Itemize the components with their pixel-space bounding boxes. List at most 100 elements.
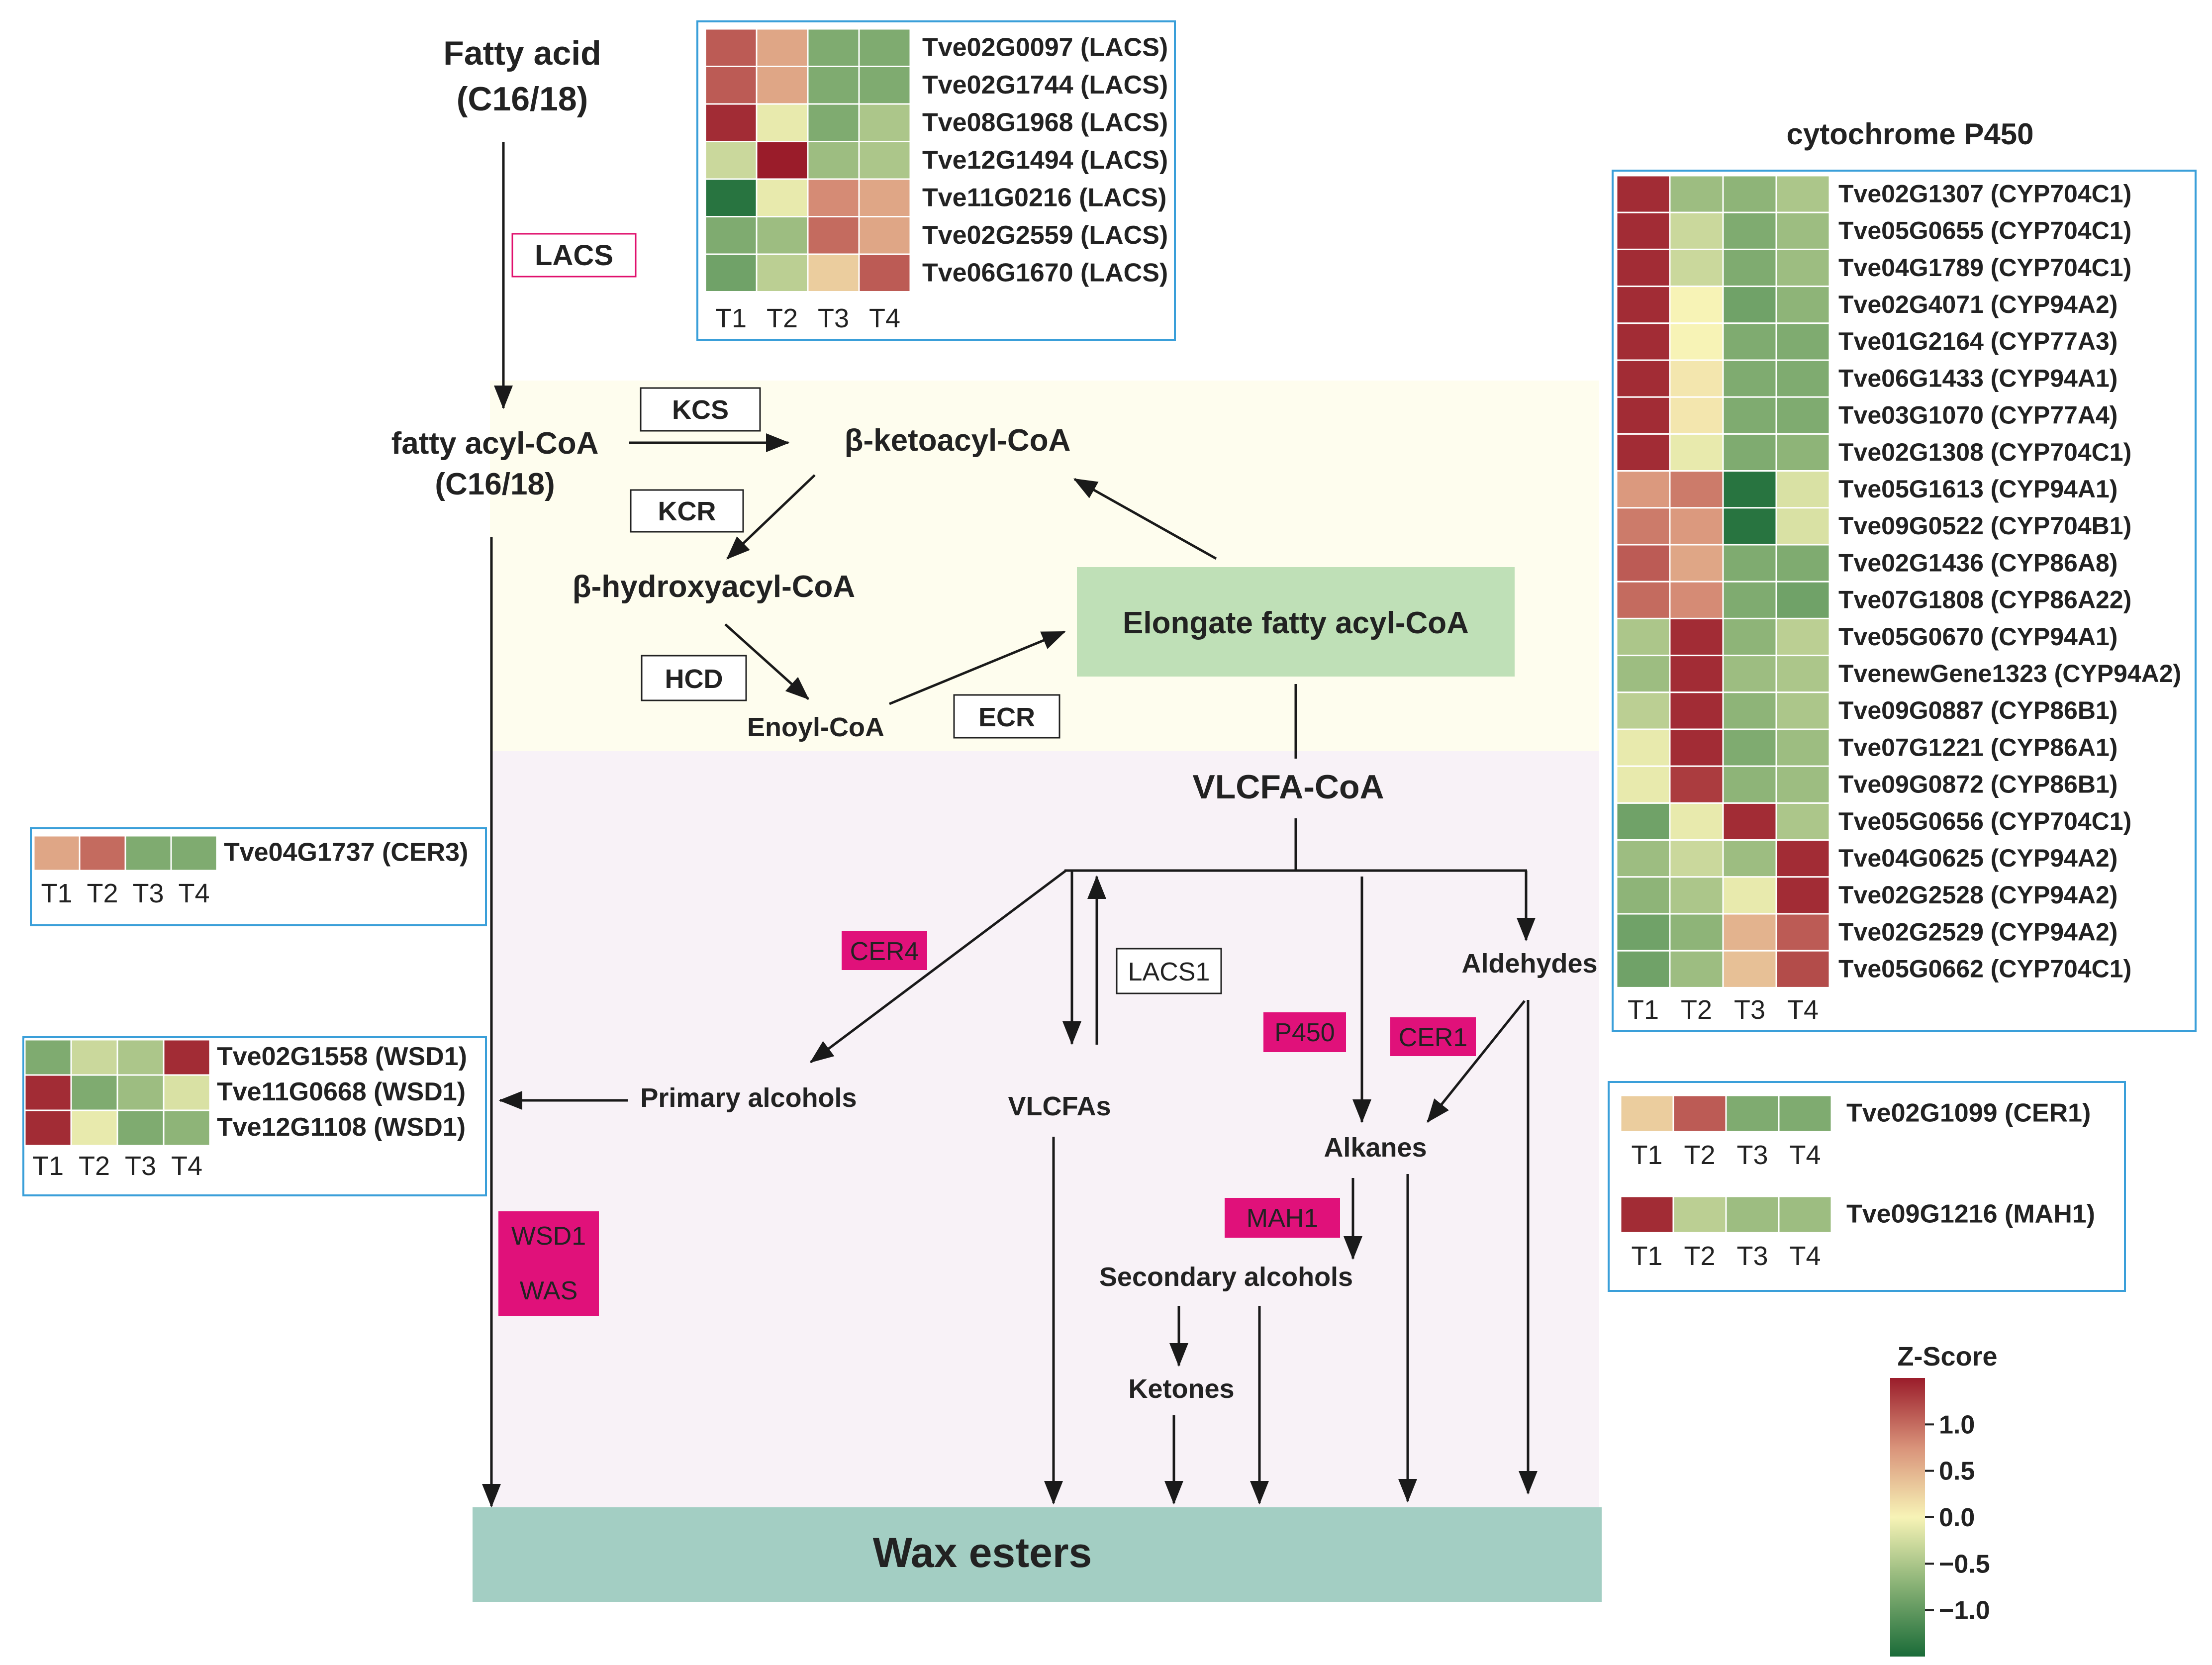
heatmap-cell [1775,839,1830,878]
heatmap-cell [1669,396,1724,435]
enzyme-cer1-box [1390,1017,1476,1056]
heatmap-cell [70,1074,118,1111]
column-label: T4 [1789,1241,1821,1271]
heatmap-cell [1669,175,1724,213]
heatmap-cell [1722,396,1777,435]
gene-label: Tve09G1216 (MAH1) [1846,1200,2095,1229]
gene-label: Tve04G1789 (CYP704C1) [1838,254,2131,282]
node-alkanes: Alkanes [1324,1133,1427,1163]
heatmap-cell [1616,950,1671,988]
gene-label: Tve07G1808 (CYP86A22) [1838,586,2131,614]
enzyme-kcr-box [630,489,744,533]
heatmap-cell [1616,433,1671,472]
gene-label: Tve05G0655 (CYP704C1) [1838,217,2131,245]
enzyme-cer1: CER1 [1399,1023,1468,1052]
gene-label: Tve06G1670 (LACS) [922,258,1168,287]
heatmap-cell [756,178,809,217]
heatmap-row: Tve09G0872 (CYP86B1) [1616,765,2117,804]
heatmap-cell [1775,248,1830,288]
legend-title: Z-Score [1897,1342,1997,1371]
enzyme-wsd1: WSD1 [511,1222,586,1251]
heatmap-row: Tve02G1558 (WSD1) [24,1039,467,1076]
heatmap-row: Tve06G1670 (LACS) [704,253,1168,293]
heatmap-cell [116,1109,165,1147]
column-label: T2 [87,879,118,908]
heatmap-cell [807,66,860,105]
heatmap-cell [1669,433,1724,472]
heatmap-cell [1775,765,1830,804]
heatmap-cell [756,66,809,105]
heatmap-cell [858,216,911,255]
heatmap-row: Tve02G1744 (LACS) [704,66,1168,105]
heatmap-row: Tve12G1494 (LACS) [704,141,1168,180]
heatmap-cell [1669,359,1724,398]
heatmap-cell [1775,876,1830,915]
column-label: T2 [1684,1241,1715,1271]
heatmap-cell [116,1074,165,1111]
heatmap-cell [1669,802,1724,841]
heatmap-cell [1722,876,1777,915]
gene-label: Tve02G1558 (WSD1) [217,1042,467,1071]
heatmap-cell [704,253,758,293]
gene-label: Tve11G0668 (WSD1) [217,1077,466,1106]
gene-label: Tve06G1433 (CYP94A1) [1838,364,2117,392]
heatmap-row: Tve02G2559 (LACS) [704,216,1168,255]
heatmap-row: Tve05G0655 (CYP704C1) [1616,211,2131,250]
enzyme-kcs: KCS [672,395,729,425]
heatmap-cell [1669,248,1724,288]
wax-esters-box [473,1507,1602,1602]
heatmap-row: Tve03G1070 (CYP77A4) [1616,396,2117,435]
gene-label: Tve09G0522 (CYP704B1) [1838,512,2131,540]
heatmap-cell [1616,655,1671,693]
node-vlcfa-coa: VLCFA-CoA [1192,768,1384,806]
heatmap-row: Tve12G1108 (WSD1) [24,1109,466,1147]
column-label: T4 [178,879,209,908]
node-fatty-acyl-chain: (C16/18) [435,467,555,501]
heatmap-cell [1775,581,1830,619]
heatmap-cell [1775,286,1830,324]
heatmap-cell [807,253,860,293]
legend-colorbar [1890,1378,1925,1657]
heatmap-row: Tve11G0668 (WSD1) [24,1074,466,1111]
heatmap-row: Tve02G2529 (CYP94A2) [1616,913,2117,952]
heatmap-cell [1616,248,1671,288]
heatmap-cell [1775,507,1830,546]
column-label: T1 [32,1151,64,1181]
enzyme-mah1-box [1225,1198,1340,1238]
gene-label: Tve02G2528 (CYP94A2) [1838,881,2117,909]
heatmap-cell [24,1039,72,1076]
heatmap-cell [1669,211,1724,250]
heatmap-cell [858,141,911,180]
column-label: T3 [1736,1140,1768,1170]
gene-label: Tve04G0625 (CYP94A2) [1838,844,2117,872]
heatmap-cell [704,141,758,180]
heatmap-cell [1722,544,1777,583]
gene-label: Tve02G1099 (CER1) [1846,1099,2091,1128]
heatmap-cell [1725,1094,1780,1133]
heatmap-cell [1672,1094,1727,1133]
heatmap-cell [1722,802,1777,841]
enzyme-cer4: CER4 [850,937,919,966]
heatmap-row: Tve01G2164 (CYP77A3) [1616,322,2117,361]
gene-label: Tve09G0887 (CYP86B1) [1838,696,2117,724]
heatmap-cell [1616,617,1671,657]
heatmap-cell [124,835,172,872]
gene-label: Tve12G1494 (LACS) [922,146,1168,175]
heatmap-cell [1775,691,1830,730]
enzyme-lacs-box [511,233,637,278]
enzyme-hcd: HCD [665,664,723,694]
heatmap-cell [1775,359,1830,398]
enzyme-p450-box [1263,1012,1346,1052]
heatmap-cell [1672,1195,1727,1234]
heatmap-cell [858,28,911,67]
column-label: T3 [132,879,164,908]
arrow-aldehydes-to-alkanes [1427,1000,1526,1123]
heatmap-cell [1722,765,1777,804]
heatmap-row: Tve05G1613 (CYP94A1) [1616,470,2117,509]
heatmap-cell [858,253,911,293]
enzyme-hcd-box [641,655,747,701]
heatmap-cell [1722,359,1777,398]
heatmap-cell [1775,175,1830,213]
